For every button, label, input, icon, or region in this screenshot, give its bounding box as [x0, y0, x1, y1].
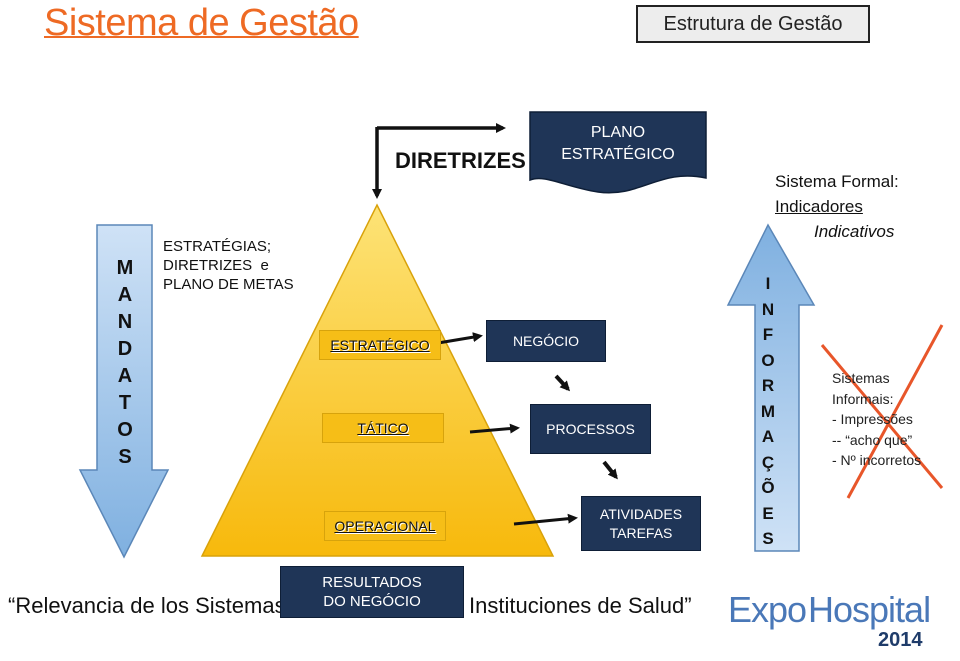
- informacoes-letter: E: [762, 503, 774, 523]
- level-tatico: TÁTICO: [322, 413, 444, 443]
- indicadores-label: Indicadores: [775, 197, 863, 216]
- informacoes-arrow: [726, 223, 816, 552]
- plano-estrategico-shape: [529, 111, 707, 194]
- pyramid: [200, 203, 555, 557]
- connector-tatico: [469, 423, 520, 434]
- mandatos-letter: A: [117, 284, 133, 306]
- diretrizes-label: DIRETRIZES: [395, 148, 526, 173]
- logo-year-text: 2014: [878, 629, 923, 651]
- arrow-negocio-processos: [554, 374, 571, 392]
- informacoes-letter: Ç: [761, 452, 775, 472]
- resultados-box: RESULTADOS DO NEGÓCIO: [280, 566, 464, 618]
- mandatos-letter: M: [116, 257, 134, 279]
- informacoes-letter: O: [761, 350, 775, 370]
- connector-operacional: [513, 513, 578, 526]
- cross-out-line-1: [846, 324, 944, 499]
- plano-estrategico-label: PLANO ESTRATÉGICO: [561, 124, 675, 163]
- mandatos-letter: N: [117, 311, 133, 333]
- informacoes-letter: F: [762, 325, 774, 344]
- section-badge: Estrutura de Gestão: [636, 5, 870, 43]
- mandatos-letter: O: [117, 419, 133, 441]
- level-estrategico: ESTRATÉGICO: [319, 330, 441, 360]
- arrow-processos-atividades: [602, 460, 618, 480]
- strategies-text: ESTRATÉGIAS; DIRETRIZES e PLANO DE METAS: [163, 238, 294, 293]
- logo-hospital-text: Hospital: [808, 589, 930, 630]
- informacoes-letter: M: [760, 401, 776, 421]
- sistema-formal-label: Sistema Formal:: [775, 172, 899, 191]
- processos-box: PROCESSOS: [530, 404, 651, 454]
- expohospital-logo: Expo Hospital 2014: [728, 589, 931, 651]
- level-operacional: OPERACIONAL: [324, 511, 446, 541]
- mandatos-letters: M A N D A T O S: [95, 255, 155, 471]
- cross-out-line-2: [820, 344, 944, 489]
- mandatos-letter: A: [117, 365, 133, 387]
- informacoes-letter: R: [761, 376, 775, 395]
- mandatos-letter: D: [117, 338, 133, 360]
- mandatos-arrow: [78, 224, 170, 559]
- informacoes-letter: I: [765, 274, 771, 293]
- informacoes-letter: Õ: [761, 478, 775, 497]
- informacoes-letter: A: [761, 427, 775, 446]
- atividades-box: ATIVIDADES TAREFAS: [581, 496, 701, 551]
- indicativos-label: Indicativos: [814, 222, 895, 241]
- informacoes-letter: N: [761, 299, 775, 319]
- mandatos-letter: S: [118, 446, 132, 468]
- informacoes-letter: S: [762, 529, 774, 548]
- mandatos-letter: T: [118, 392, 132, 414]
- sistemas-informais-text: Sistemas Informais: - Impressões -- “ach…: [832, 370, 922, 468]
- informacoes-letters: I N F O R M A Ç Õ E S: [740, 271, 796, 552]
- logo-expo-text: Expo: [728, 589, 806, 630]
- negocio-box: NEGÓCIO: [486, 320, 606, 362]
- page-title: Sistema de Gestão: [44, 2, 359, 44]
